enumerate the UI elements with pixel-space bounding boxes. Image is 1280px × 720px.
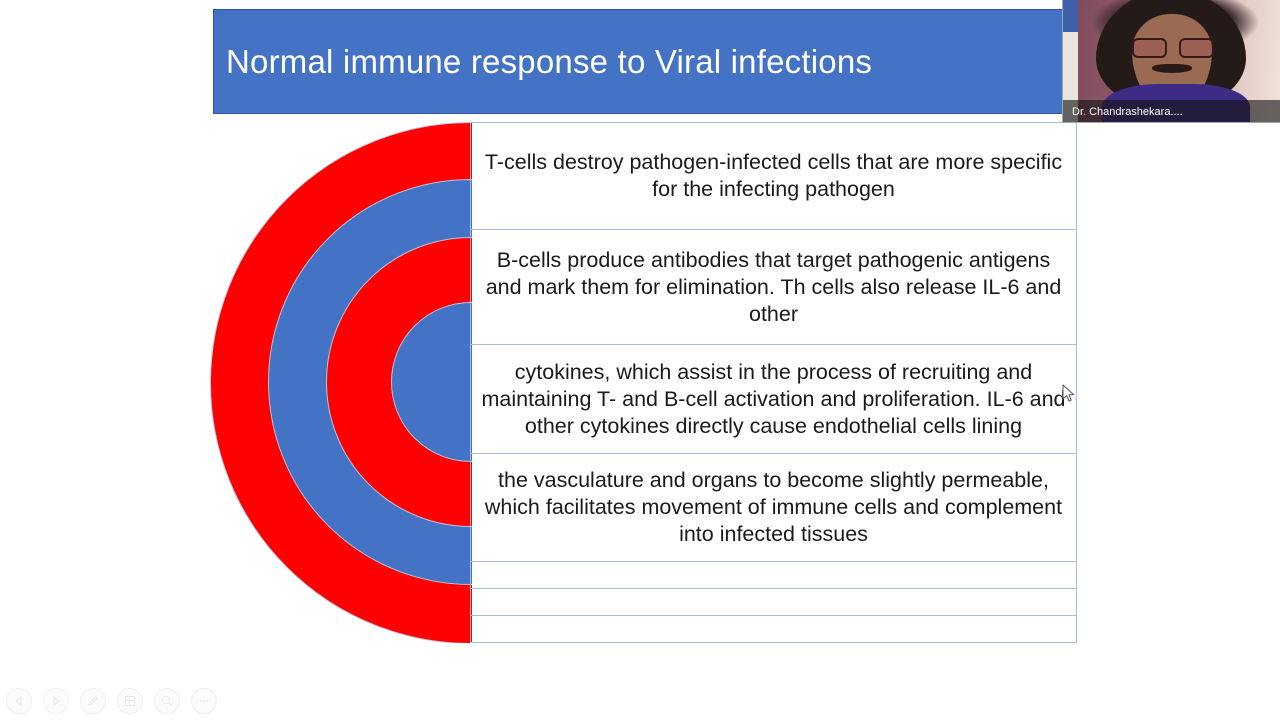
- grid-icon: [125, 696, 135, 706]
- presentation-toolbar: [6, 688, 217, 714]
- table-row: the vasculature and organs to become sli…: [470, 454, 1077, 562]
- pen-icon: [88, 696, 98, 706]
- presenter-video-overlay[interactable]: Dr. Chandrashekara....: [1062, 0, 1280, 123]
- table-row: B-cells produce antibodies that target p…: [470, 230, 1077, 345]
- row-text: B-cells produce antibodies that target p…: [485, 247, 1062, 326]
- concentric-half-donut-diagram: [210, 122, 472, 643]
- row-text: T-cells destroy pathogen-infected cells …: [484, 150, 1063, 201]
- presenter-name-bar: Dr. Chandrashekara....: [1062, 100, 1280, 123]
- triangle-right-icon: [53, 695, 60, 707]
- table-row-empty: [470, 616, 1077, 643]
- video-left-strip: [1062, 0, 1078, 123]
- table-row-empty: [470, 562, 1077, 589]
- slide-grid-button[interactable]: [117, 688, 143, 714]
- magnifier-icon: [161, 695, 172, 706]
- row-text: cytokines, which assist in the process o…: [481, 359, 1066, 438]
- text-row-list: T-cells destroy pathogen-infected cells …: [470, 122, 1077, 643]
- previous-slide-button[interactable]: [6, 688, 32, 714]
- pen-button[interactable]: [80, 688, 106, 714]
- next-slide-button[interactable]: [43, 688, 69, 714]
- more-options-button[interactable]: [191, 688, 217, 714]
- triangle-left-icon: [15, 695, 22, 707]
- glasses-icon: [1132, 38, 1214, 58]
- zoom-button[interactable]: [154, 688, 180, 714]
- table-row: cytokines, which assist in the process o…: [470, 345, 1077, 454]
- table-row-empty: [470, 589, 1077, 616]
- slide-title-banner: Normal immune response to Viral infectio…: [213, 9, 1074, 114]
- page-title: Normal immune response to Viral infectio…: [226, 42, 873, 80]
- row-text: the vasculature and organs to become sli…: [484, 468, 1063, 546]
- ellipsis-icon: [200, 700, 208, 702]
- table-row: T-cells destroy pathogen-infected cells …: [470, 122, 1077, 230]
- presenter-moustache: [1152, 64, 1192, 73]
- presenter-name: Dr. Chandrashekara....: [1072, 106, 1183, 118]
